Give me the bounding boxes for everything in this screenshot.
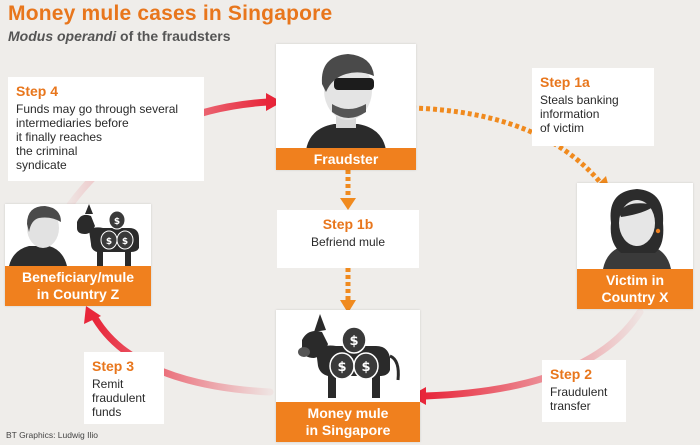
man-with-donkey-icon: $ $ $ [9,204,139,266]
subtitle-italic: Modus operandi [8,28,117,44]
svg-text:$: $ [337,360,346,375]
page-title: Money mule cases in Singapore [8,2,333,25]
graphics-credit: BT Graphics: Ludwig Ilio [6,430,98,440]
svg-text:$: $ [349,334,358,349]
svg-text:$: $ [361,360,370,375]
step-3-title: Step 3 [92,358,135,374]
donkey-money-bags-icon: $ $ $ [298,314,400,398]
arrow-step1b-top-head [340,198,356,210]
arrow-step1b-bottom-head [340,300,356,313]
step-1a-title: Step 1a [540,74,590,90]
step-1b-title: Step 1b [322,216,374,232]
subtitle-rest: of the fraudsters [116,28,231,44]
svg-text:$: $ [122,237,128,247]
arrow-step3-head [84,306,101,324]
node-fraudster: Fraudster [276,44,416,170]
woman-icon [603,189,671,269]
arrow-step1a [411,105,602,184]
step-1b-text: Befriend mule [310,235,386,249]
masked-man-icon [306,54,386,150]
node-fraudster-label: Fraudster [276,148,416,170]
svg-text:$: $ [114,217,120,227]
step-4-title: Step 4 [16,83,59,99]
svg-text:$: $ [106,237,112,247]
step-2-title: Step 2 [550,366,593,382]
arrow-step4-head [266,93,282,111]
step-1b-box: Step 1b Befriend mule [277,210,419,268]
page-subtitle: Modus operandi of the fraudsters [8,28,230,44]
